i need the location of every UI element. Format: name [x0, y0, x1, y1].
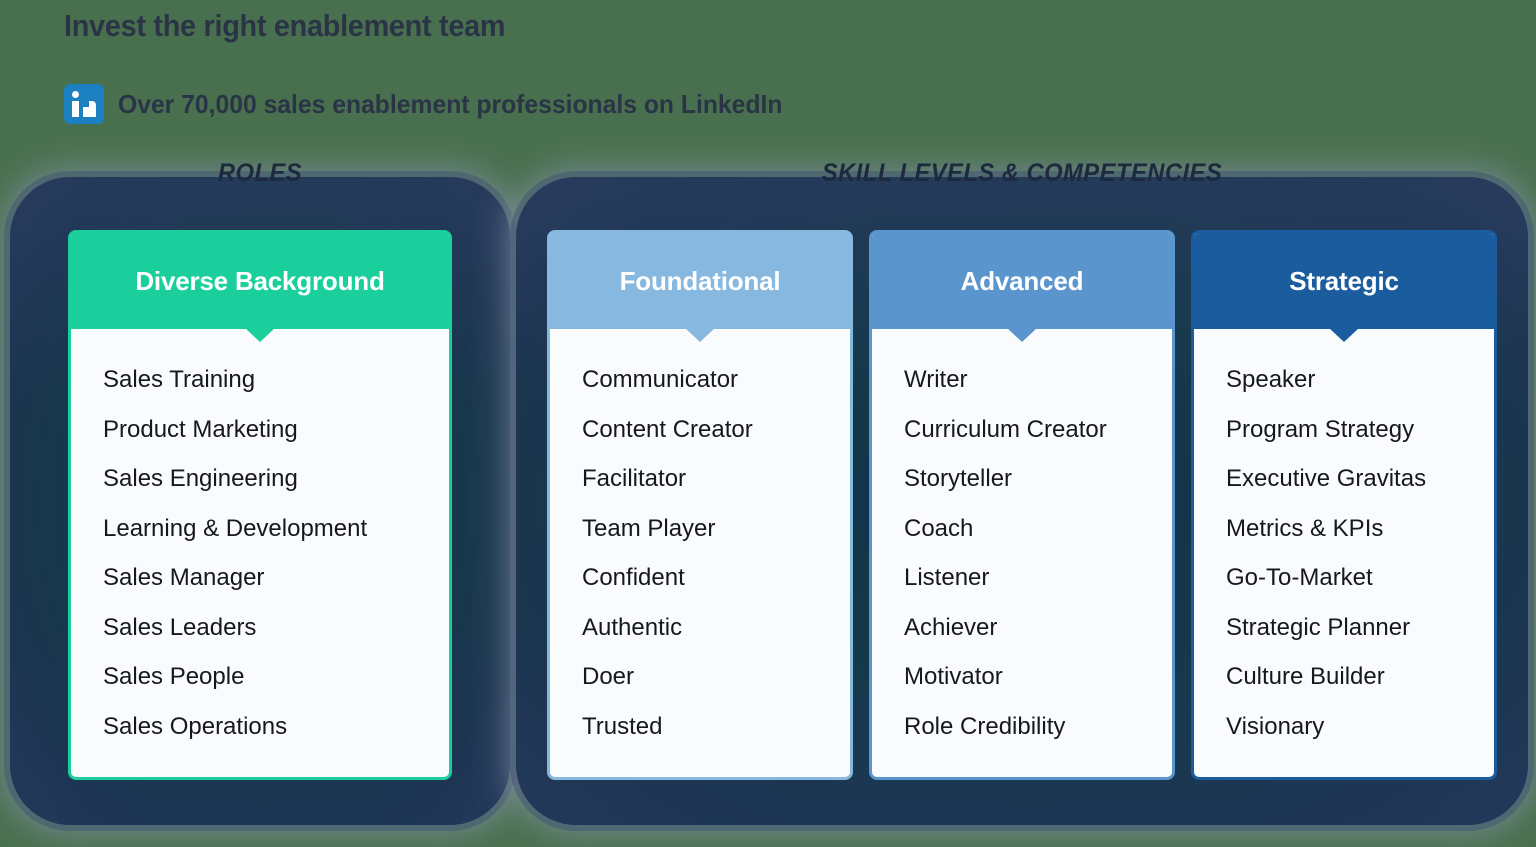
list-item: Storyteller	[904, 465, 1013, 492]
list-item: Coach	[904, 514, 974, 542]
list-item: Writer	[904, 366, 968, 393]
list-item: Confident	[582, 564, 685, 591]
card-list-strategic: Speaker Program Strategy Executive Gravi…	[1194, 329, 1494, 777]
list-item: Trusted	[582, 712, 663, 740]
list-item: Executive Gravitas	[1226, 465, 1427, 492]
header-notch-icon	[1329, 328, 1359, 342]
list-item: Team Player	[582, 514, 716, 542]
card-title: Advanced	[960, 265, 1084, 296]
card-header-advanced: Advanced	[872, 233, 1172, 342]
list-item: Authentic	[582, 613, 683, 641]
card-list-diverse-background: Sales Training Product Marketing Sales E…	[71, 329, 449, 777]
list-item: Metrics & KPIs	[1226, 514, 1384, 542]
list-item: Doer	[582, 663, 635, 690]
list-item: Visionary	[1226, 712, 1325, 740]
list-item: Sales People	[103, 663, 245, 690]
list-item: Sales Engineering	[103, 465, 298, 492]
panel-roles: ROLES Diverse Background Sales Training …	[10, 159, 510, 825]
list-item: Facilitator	[582, 465, 687, 492]
card-strategic[interactable]: Strategic Speaker Program Strategy Execu…	[1191, 230, 1497, 780]
header-notch-icon	[245, 328, 275, 342]
list-item: Achiever	[904, 613, 998, 641]
roles-card-group: Diverse Background Sales Training Produc…	[10, 230, 510, 780]
list-item: Sales Operations	[103, 712, 288, 740]
list-item: Product Marketing	[103, 415, 298, 443]
page-title: Invest the right enablement team	[64, 8, 506, 43]
list-item: Sales Manager	[103, 564, 265, 591]
list-item: Communicator	[582, 366, 739, 393]
subtitle-row: Over 70,000 sales enablement professiona…	[64, 84, 817, 124]
subtitle-text: Over 70,000 sales enablement professiona…	[118, 88, 783, 119]
list-item: Listener	[904, 564, 990, 591]
card-diverse-background[interactable]: Diverse Background Sales Training Produc…	[68, 230, 452, 780]
linkedin-icon	[64, 84, 104, 124]
list-item: Curriculum Creator	[904, 415, 1107, 443]
list-item: Culture Builder	[1226, 663, 1385, 690]
card-list-foundational: Communicator Content Creator Facilitator…	[550, 329, 850, 777]
list-item: Learning & Development	[103, 514, 368, 542]
panel-label-roles: ROLES	[217, 159, 303, 187]
card-title: Strategic	[1289, 265, 1399, 296]
list-item: Strategic Planner	[1226, 613, 1411, 641]
list-item: Speaker	[1226, 366, 1316, 393]
card-header-foundational: Foundational	[550, 233, 850, 342]
card-title: Diverse Background	[135, 265, 385, 296]
list-item: Go-To-Market	[1226, 564, 1373, 591]
panel-skill-levels: SKILL LEVELS & COMPETENCIES Foundational…	[516, 159, 1528, 825]
panel-label-skill-levels: SKILL LEVELS & COMPETENCIES	[821, 159, 1223, 187]
list-item: Program Strategy	[1226, 415, 1415, 443]
card-title: Foundational	[619, 265, 781, 296]
skills-card-group: Foundational Communicator Content Creato…	[516, 230, 1528, 780]
list-item: Role Credibility	[904, 712, 1066, 740]
header-notch-icon	[685, 328, 715, 342]
list-item: Motivator	[904, 663, 1003, 690]
list-item: Sales Training	[103, 366, 256, 393]
card-foundational[interactable]: Foundational Communicator Content Creato…	[547, 230, 853, 780]
card-header-strategic: Strategic	[1194, 233, 1494, 342]
list-item: Content Creator	[582, 415, 753, 443]
header-notch-icon	[1007, 328, 1037, 342]
card-header-diverse-background: Diverse Background	[71, 233, 449, 342]
card-advanced[interactable]: Advanced Writer Curriculum Creator Story…	[869, 230, 1175, 780]
list-item: Sales Leaders	[103, 613, 257, 641]
card-list-advanced: Writer Curriculum Creator Storyteller Co…	[872, 329, 1172, 777]
